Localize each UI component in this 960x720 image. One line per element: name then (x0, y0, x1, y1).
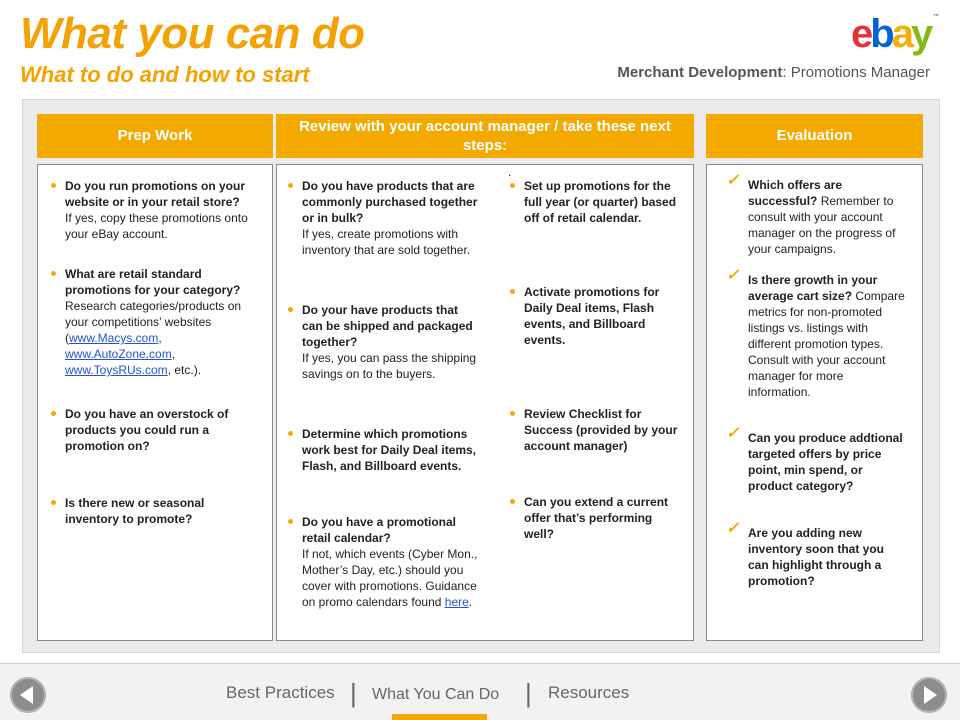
macys-link[interactable]: www.Macys.com (69, 331, 159, 345)
review-item: Do your have products that can be shippe… (288, 302, 478, 382)
evaluation-panel (706, 164, 923, 641)
review-item: Do you have products that are commonly p… (288, 178, 478, 258)
page-title: What you can do (20, 9, 365, 58)
prep-question: Do you have an overstock of products you… (65, 407, 229, 453)
evaluation-question: Are you adding new inventory soon that y… (748, 526, 885, 588)
evaluation-answer: Compare metrics for non-promoted listing… (748, 289, 905, 399)
review-item: Determine which promotions work best for… (288, 426, 478, 474)
check-icon: ✓ (726, 267, 740, 284)
check-icon: ✓ (726, 172, 740, 189)
review-question: Do you have a promotional retail calenda… (302, 515, 457, 545)
byline-role: : Promotions Manager (782, 64, 930, 81)
prep-item: Do you have an overstock of products you… (51, 406, 260, 454)
review-step: Review Checklist for Success (provided b… (510, 406, 682, 454)
bullet-icon (51, 411, 56, 416)
bullet-icon (510, 289, 515, 294)
prep-question: What are retail standard promotions for … (65, 267, 241, 297)
evaluation-item: ✓ Is there growth in your average cart s… (726, 268, 906, 400)
review-answer: If not, which events (Cyber Mon., Mother… (302, 547, 478, 609)
evaluation-item: ✓ Can you produce addtional targeted off… (726, 426, 906, 494)
review-step: Activate promotions for Daily Deal items… (510, 284, 682, 348)
bullet-icon (51, 500, 56, 505)
review-item: Do you have a promotional retail calenda… (288, 514, 478, 610)
prep-work-header: Prep Work (37, 114, 273, 158)
review-answer: If yes, you can pass the shipping saving… (302, 351, 477, 381)
byline-department: Merchant Development (617, 64, 783, 81)
bullet-icon (510, 499, 515, 504)
review-question: Do your have products that can be shippe… (302, 303, 473, 349)
logo-letter-e: e (851, 12, 873, 56)
prep-work-panel (37, 164, 273, 641)
prep-item: Do you run promotions on your website or… (51, 178, 260, 242)
toysrus-link[interactable]: www.ToysRUs.com (65, 363, 168, 377)
prep-question: Do you run promotions on your website or… (65, 179, 245, 209)
byline: Merchant Development: Promotions Manager (617, 64, 930, 81)
stray-dot: . (508, 165, 512, 179)
bullet-icon (51, 183, 56, 188)
evaluation-header: Evaluation (706, 114, 923, 158)
logo-trademark: ™ (933, 14, 940, 20)
bullet-icon (288, 519, 293, 524)
review-step: Set up promotions for the full year (or … (510, 178, 682, 226)
logo-letter-b: b (870, 12, 895, 56)
review-question: Do you have products that are commonly p… (302, 179, 478, 225)
check-icon: ✓ (726, 425, 740, 442)
check-icon: ✓ (726, 520, 740, 537)
evaluation-question: Is there growth in your average cart siz… (748, 273, 878, 303)
tab-best-practices[interactable]: Best Practices (226, 683, 335, 702)
review-step-text: Review Checklist for Success (provided b… (524, 407, 678, 453)
review-step: Can you extend a current offer that’s pe… (510, 494, 682, 542)
review-step-text: Can you extend a current offer that’s pe… (524, 495, 669, 541)
bullet-icon (510, 183, 515, 188)
review-answer-end: . (468, 595, 473, 609)
prep-answer: Research categories/products on your com… (65, 299, 242, 345)
review-step-text: Set up promotions for the full year (or … (524, 179, 677, 225)
arrow-right-icon (924, 686, 937, 704)
evaluation-item: ✓ Are you adding new inventory soon that… (726, 521, 906, 589)
bullet-icon (288, 307, 293, 312)
evaluation-question: Can you produce addtional targeted offer… (748, 431, 903, 493)
review-step-text: Activate promotions for Daily Deal items… (524, 285, 660, 347)
tab-separator: | (525, 678, 532, 708)
logo-letter-y: y (910, 12, 933, 56)
review-answer: If yes, create promotions with inventory… (302, 227, 471, 257)
prep-item: Is there new or seasonal inventory to pr… (51, 495, 260, 527)
autozone-link[interactable]: www.AutoZone.com (65, 347, 172, 361)
evaluation-answer: Remember to consult with your account ma… (748, 194, 896, 256)
review-panel (276, 164, 694, 641)
review-header: Review with your account manager / take … (276, 114, 694, 158)
footer-bar (0, 664, 960, 720)
bullet-icon (51, 271, 56, 276)
next-button[interactable] (911, 677, 947, 713)
active-tab-indicator (392, 714, 487, 720)
prep-question: Is there new or seasonal inventory to pr… (65, 496, 205, 526)
bullet-icon (510, 411, 515, 416)
prep-answer-end: , etc.). (167, 363, 202, 377)
bullet-icon (288, 183, 293, 188)
bullet-icon (288, 431, 293, 436)
tab-separator: | (350, 678, 357, 708)
prep-answer: If yes, copy these promotions onto your … (65, 211, 248, 241)
arrow-left-icon (20, 686, 33, 704)
previous-button[interactable] (10, 677, 46, 713)
footer-divider (0, 663, 960, 664)
page-subtitle: What to do and how to start (20, 62, 310, 87)
review-question: Determine which promotions work best for… (302, 427, 477, 473)
tab-what-you-can-do[interactable]: What You Can Do (372, 686, 500, 703)
evaluation-item: ✓ Which offers are successful? Remember … (726, 173, 906, 257)
tab-resources[interactable]: Resources (548, 683, 630, 702)
evaluation-question: Which offers are successful? (748, 178, 843, 208)
logo-letter-a: a (891, 12, 914, 56)
promo-calendar-link[interactable]: here (444, 595, 469, 609)
prep-item: What are retail standard promotions for … (51, 266, 260, 378)
